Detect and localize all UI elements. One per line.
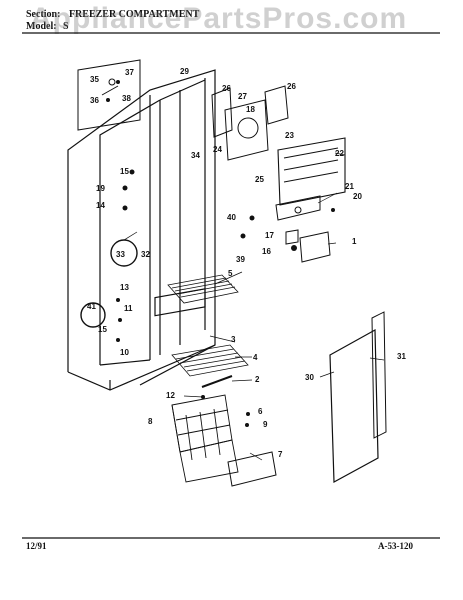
callout-3: 3 <box>231 335 236 344</box>
callout-22: 22 <box>335 149 344 158</box>
hardware-parts <box>106 80 335 427</box>
section-heading: Section: FREEZER COMPARTMENT <box>26 9 199 20</box>
detail-circle-clip <box>80 302 106 328</box>
section-title: FREEZER COMPARTMENT <box>68 9 200 20</box>
callout-40: 40 <box>227 213 236 222</box>
section-label: Section: <box>26 9 61 20</box>
callout-2: 2 <box>255 375 260 384</box>
wire-shelf-upper <box>167 274 239 304</box>
model-value: S <box>63 21 69 32</box>
housing-part <box>285 229 331 263</box>
callout-9: 9 <box>263 420 268 429</box>
fan-motor-assembly <box>211 85 289 161</box>
callout-10: 10 <box>120 348 129 357</box>
callout-36: 36 <box>90 96 99 105</box>
callout-20: 20 <box>353 192 362 201</box>
callout-15a: 15 <box>120 167 129 176</box>
revision-date: 12/91 <box>26 541 47 551</box>
evaporator-cover <box>277 137 346 206</box>
callout-17: 17 <box>265 231 274 240</box>
callout-34: 34 <box>191 151 200 160</box>
model-heading: Model: S <box>26 21 69 32</box>
control-bracket <box>275 195 321 221</box>
door-panel <box>329 328 379 483</box>
callout-31: 31 <box>397 352 406 361</box>
callout-6: 6 <box>258 407 263 416</box>
gasket-strip <box>371 311 387 439</box>
callout-16: 16 <box>262 247 271 256</box>
callout-35: 35 <box>90 75 99 84</box>
callout-4: 4 <box>253 353 258 362</box>
callout-41: 41 <box>87 302 96 311</box>
callout-12: 12 <box>166 391 175 400</box>
callout-39: 39 <box>236 255 245 264</box>
detail-inset-bracket <box>77 59 141 131</box>
callout-21: 21 <box>345 182 354 191</box>
wire-basket <box>171 394 239 483</box>
callout-30: 30 <box>305 373 314 382</box>
callout-24: 24 <box>213 145 222 154</box>
callout-29: 29 <box>180 67 189 76</box>
callout-33: 33 <box>116 250 125 259</box>
callout-15b: 15 <box>98 325 107 334</box>
wire-shelf-lower <box>171 344 249 377</box>
callout-13: 13 <box>120 283 129 292</box>
callout-8: 8 <box>148 417 153 426</box>
basket-front-panel <box>227 451 277 487</box>
page-code: A-53-120 <box>378 541 413 551</box>
callout-38: 38 <box>122 94 131 103</box>
callout-5: 5 <box>228 269 233 278</box>
callout-14: 14 <box>96 201 105 210</box>
callout-1: 1 <box>352 237 357 246</box>
leader-lines <box>123 152 385 461</box>
freezer-liner <box>67 69 216 391</box>
model-label: Model: <box>26 21 57 32</box>
callout-23: 23 <box>285 131 294 140</box>
callout-labels: 35 37 38 36 29 26 27 18 26 23 34 24 22 2… <box>87 67 406 459</box>
callout-25: 25 <box>255 175 264 184</box>
callout-32: 32 <box>141 250 150 259</box>
callout-27: 27 <box>238 92 247 101</box>
callout-18: 18 <box>246 105 255 114</box>
callout-26a: 26 <box>222 84 231 93</box>
callout-7: 7 <box>278 450 283 459</box>
shelf-rail <box>201 375 233 388</box>
callout-11: 11 <box>124 304 133 313</box>
callout-19: 19 <box>96 184 105 193</box>
callout-26b: 26 <box>287 82 296 91</box>
callout-37: 37 <box>125 68 134 77</box>
